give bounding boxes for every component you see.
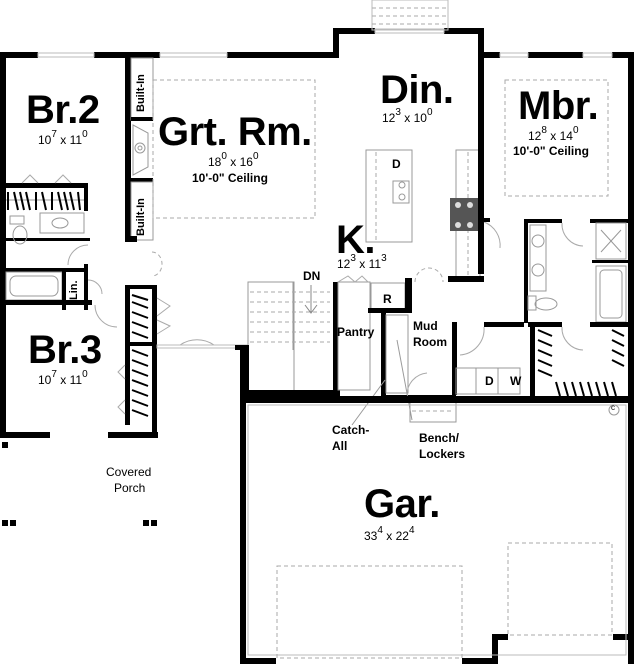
label-covered-porch-line2: Porch xyxy=(114,481,146,495)
room-dim-br2: 107 x 110 xyxy=(38,129,88,147)
label-catch-all-line1: Catch- xyxy=(332,423,370,437)
room-name-great-room: Grt. Rm. xyxy=(158,110,312,154)
label-bench-lockers-line1: Bench/ xyxy=(419,431,460,445)
room-name-dining: Din. xyxy=(380,68,454,112)
room-dim-kitchen: 123 x 113 xyxy=(337,253,387,271)
label-linen: Lin. xyxy=(68,280,80,300)
room-ceiling-great-room: 10'-0" Ceiling xyxy=(192,171,268,185)
label-dishwasher: D xyxy=(392,157,401,171)
label-mud-room-line2: Room xyxy=(413,335,447,349)
label-built-in-top: Built-In xyxy=(135,74,147,112)
label-mud-room-line1: Mud xyxy=(413,319,438,333)
label-bench-lockers-line2: Lockers xyxy=(419,447,466,461)
room-name-kitchen: K. xyxy=(336,218,376,262)
label-built-in-bottom: Built-In xyxy=(135,198,147,236)
room-dim-dining: 123 x 100 xyxy=(382,107,433,125)
room-dim-garage: 334 x 224 xyxy=(364,525,415,543)
label-covered-porch-line1: Covered xyxy=(106,465,152,479)
room-dim-great-room: 180 x 160 xyxy=(208,151,259,169)
copyright-icon: c xyxy=(611,403,615,412)
room-ceiling-master-bedroom: 10'-0" Ceiling xyxy=(513,144,589,158)
label-refrigerator: R xyxy=(383,292,392,306)
room-dim-br3: 107 x 110 xyxy=(38,369,88,387)
room-name-br2: Br.2 xyxy=(26,88,100,132)
label-catch-all-line2: All xyxy=(332,439,348,453)
label-washer: W xyxy=(510,374,522,388)
label-dryer: D xyxy=(485,374,494,388)
room-name-garage: Gar. xyxy=(364,482,440,526)
room-name-master-bedroom: Mbr. xyxy=(518,84,599,128)
room-name-br3: Br.3 xyxy=(28,328,102,372)
room-dim-master-bedroom: 128 x 140 xyxy=(528,125,579,143)
label-pantry: Pantry xyxy=(337,325,375,339)
label-stairs-down: DN xyxy=(303,269,321,283)
